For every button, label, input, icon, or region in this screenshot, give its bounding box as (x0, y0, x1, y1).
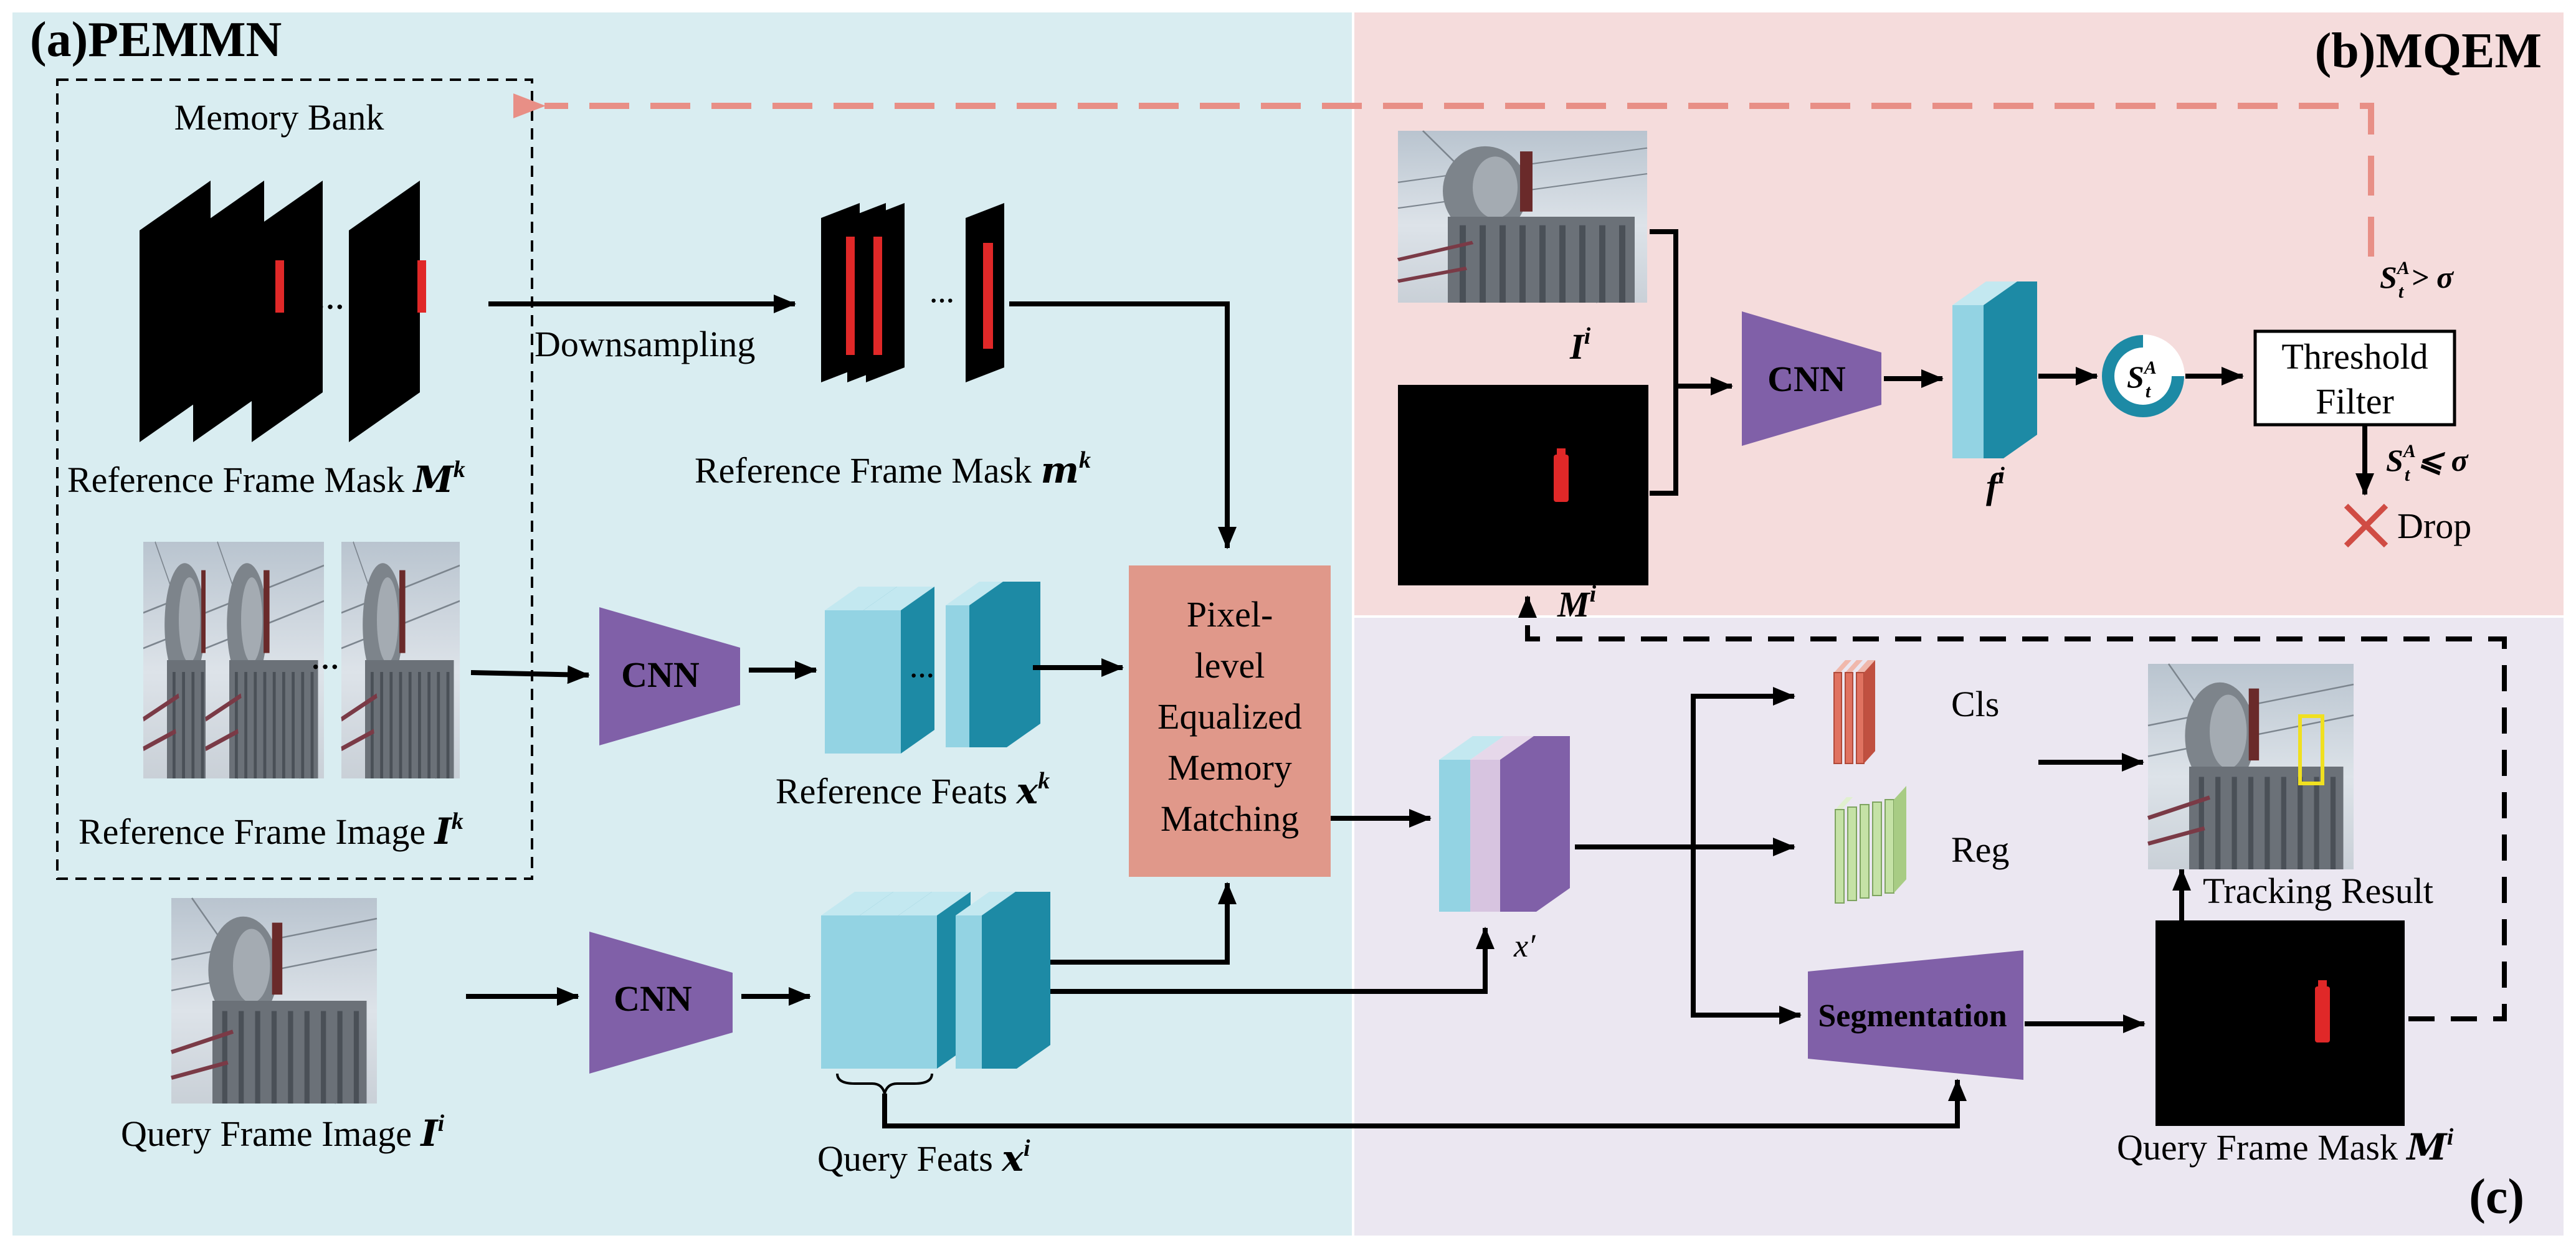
query-feats-to-fused-arrow (1050, 927, 1495, 994)
fused-feature-label: x′ (1513, 929, 1536, 964)
svg-text:Memory: Memory (1167, 747, 1292, 788)
mqem-mask-label: Mi (1557, 581, 1597, 625)
fused-feature-block (1439, 736, 1570, 912)
small-mask-ellipsis: ··· (929, 286, 954, 314)
branch-to-cls-arrow (1691, 687, 1795, 847)
panel-a-label: (a)PEMMN (30, 12, 282, 67)
reference-small-mask-label: Reference Frame Mask mk (695, 447, 1091, 491)
reference-mask-stack: ··· (140, 181, 426, 442)
query-frame-mask (2155, 920, 2405, 1126)
segmentation-label: Segmentation (1818, 998, 2007, 1034)
drop-x-icon (2344, 503, 2388, 548)
tracking-result-label: Tracking Result (2203, 871, 2433, 911)
mask-feedback-dashed-loop (1518, 595, 2507, 1021)
query-frame-image (171, 898, 377, 1104)
cnn-reference-label: CNN (621, 655, 700, 695)
svg-text:Matching: Matching (1161, 798, 1299, 839)
reg-label: Reg (1951, 830, 2009, 870)
query-feats-to-matching-arrow (1050, 882, 1237, 965)
query-feats-stack (821, 892, 1050, 1069)
small-mask-stack: ··· (821, 203, 1004, 382)
reference-feats-stack: ··· (825, 582, 1040, 754)
reference-image-stack: ··· (143, 542, 460, 778)
memory-bank-title: Memory Bank (174, 97, 384, 138)
svg-text:Equalized: Equalized (1157, 696, 1302, 737)
mqem-query-image (1398, 131, 1647, 303)
cls-label: Cls (1951, 684, 1999, 724)
branch-to-segmentation-arrow (1691, 847, 1802, 1024)
mqem-feature-block (1952, 281, 2037, 458)
mqem-image-to-cnn-line (1650, 229, 1733, 395)
cls-head-block (1833, 660, 1875, 764)
drop-label: Drop (2397, 506, 2471, 546)
query-frame-mask-label: Query Frame Mask Mi (2117, 1124, 2454, 1168)
threshold-filter-line1: Threshold (2281, 336, 2428, 377)
threshold-filter-line2: Filter (2316, 381, 2394, 422)
query-frame-image-label: Query Frame Image Ii (121, 1110, 445, 1155)
panel-c-label: (c) (2469, 1170, 2524, 1224)
panel-b-label: (b)MQEM (2315, 24, 2542, 78)
query-feats-to-segmentation-arrow (882, 1079, 1967, 1128)
mqem-mask-to-cnn-line (1650, 386, 1678, 496)
mqem-query-mask (1398, 385, 1648, 585)
reference-frame-image-label: Reference Frame Image Ik (78, 808, 463, 853)
ref-image-to-cnn-arrow (470, 665, 590, 684)
mask-stack-ellipsis: ··· (316, 291, 345, 323)
reference-frame-mask-label: Reference Frame Mask Mk (67, 456, 465, 501)
threshold-filter-box[interactable] (2253, 329, 2456, 427)
svg-text:Pixel-: Pixel- (1187, 594, 1273, 635)
mask-to-matching-arrow (1009, 301, 1237, 549)
reg-head-block (1835, 786, 1906, 904)
downsampling-label: Downsampling (535, 324, 755, 364)
image-stack-ellipsis: ··· (311, 651, 340, 683)
mqem-cnn-label: CNN (1767, 359, 1846, 399)
cnn-query-label: CNN (614, 978, 692, 1019)
ref-feats-ellipsis: ··· (910, 661, 934, 689)
svg-text:level: level (1195, 645, 1265, 686)
score-ring-icon (2102, 334, 2185, 417)
reference-feats-label: Reference Feats xk (776, 768, 1050, 812)
mqem-cnn-block (1742, 311, 1881, 446)
memory-matching-box (1129, 565, 1331, 877)
tracking-bbox (2298, 714, 2324, 785)
mqem-image-label: Ii (1569, 323, 1591, 367)
cnn-block-reference (599, 607, 740, 745)
cnn-block-query (589, 932, 733, 1074)
segmentation-block (1808, 950, 2023, 1080)
memory-update-dashed-arrow (513, 93, 2374, 257)
memory-matching-label: Pixel- level Equalized Memory Matching (1157, 594, 1302, 839)
query-feats-label: Query Feats xi (817, 1135, 1030, 1179)
